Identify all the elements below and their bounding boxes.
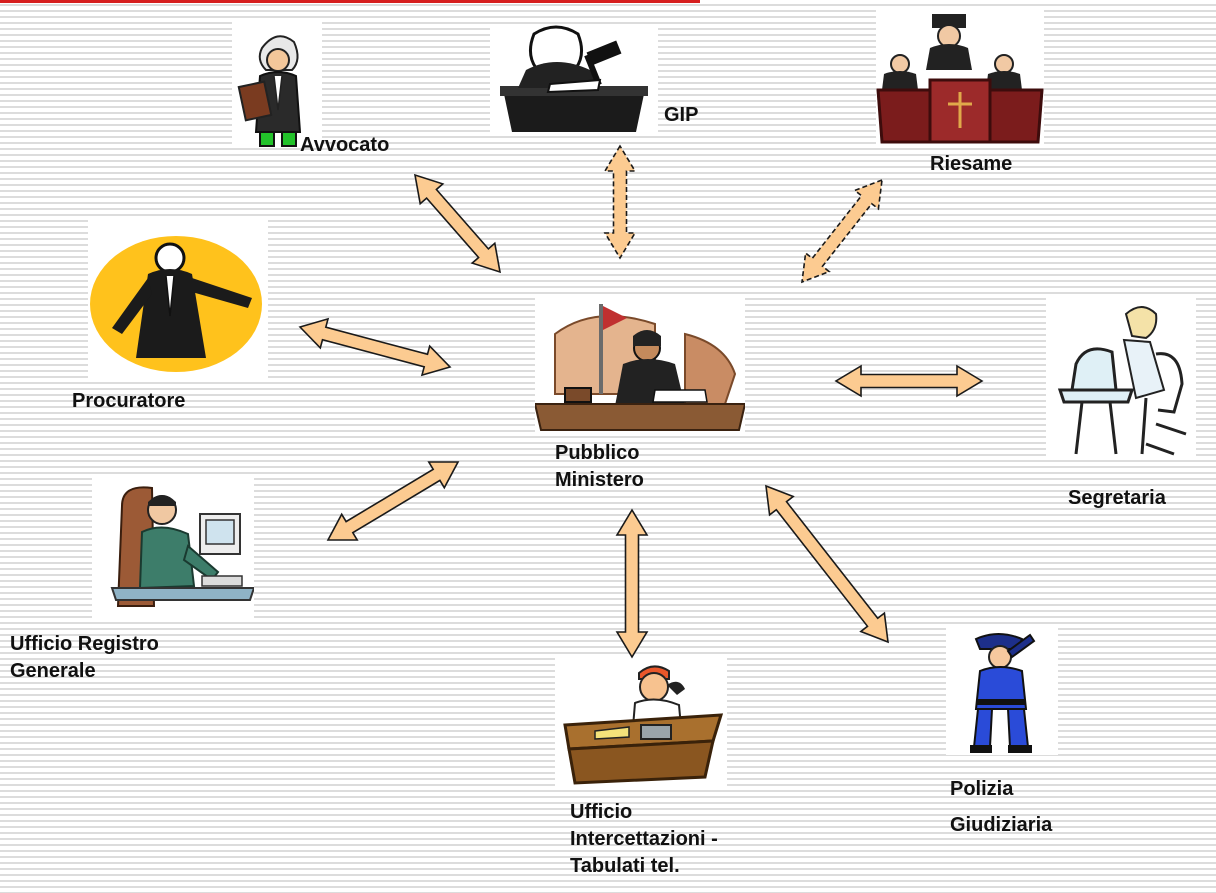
gip-card	[490, 24, 658, 136]
pm-label-line1: Pubblico	[555, 442, 640, 464]
arrow-avvocato-pm	[413, 173, 502, 274]
urg-label-line2: Generale	[10, 660, 96, 682]
intercettazioni-label-line1: Ufficio	[570, 801, 633, 823]
header-accent-line	[0, 0, 700, 3]
segretaria-card	[1046, 294, 1196, 460]
intercettazioni-label-line3: Tabulati tel.	[570, 855, 680, 877]
police-officer-icon	[970, 633, 1036, 753]
polizia-label-line2: Giudiziaria	[950, 814, 1053, 836]
arrow-procuratore-pm	[298, 317, 452, 377]
prosecutor-icon	[90, 236, 262, 372]
polizia-card	[946, 627, 1058, 755]
telephone-operator-icon	[563, 665, 724, 785]
arrow-gip-pm	[603, 144, 637, 260]
avvocato-label: Avvocato	[300, 134, 390, 156]
office-worker-icon	[110, 486, 254, 607]
arrow-intercettazioni-pm	[615, 508, 649, 659]
secretary-icon	[1057, 306, 1187, 456]
prosecutor-desk-icon	[535, 304, 745, 431]
arrow-polizia-pm	[765, 484, 889, 644]
lawyer-icon	[237, 35, 302, 147]
procuratore-card	[88, 218, 268, 378]
polizia-label-line1: Polizia	[950, 778, 1014, 800]
urg-label-line1: Ufficio Registro	[10, 633, 159, 655]
court-panel-icon	[876, 14, 1044, 144]
avvocato-card	[232, 20, 322, 148]
pm-label-line2: Ministero	[555, 469, 644, 491]
pm-card	[535, 294, 745, 434]
riesame-card	[876, 10, 1044, 144]
arrow-riesame-pm	[801, 178, 883, 284]
intercettazioni-card	[555, 655, 727, 787]
riesame-label: Riesame	[930, 153, 1013, 175]
segretaria-label: Segretaria	[1068, 487, 1166, 509]
urg-card	[92, 476, 254, 620]
gip-label: GIP	[664, 104, 699, 126]
procuratore-label: Procuratore	[72, 390, 186, 412]
intercettazioni-label-line2: Intercettazioni -	[570, 828, 718, 850]
judge-gavel-icon	[500, 25, 648, 132]
arrow-urg-pm	[326, 461, 460, 541]
arrow-segretaria-pm	[834, 364, 984, 398]
